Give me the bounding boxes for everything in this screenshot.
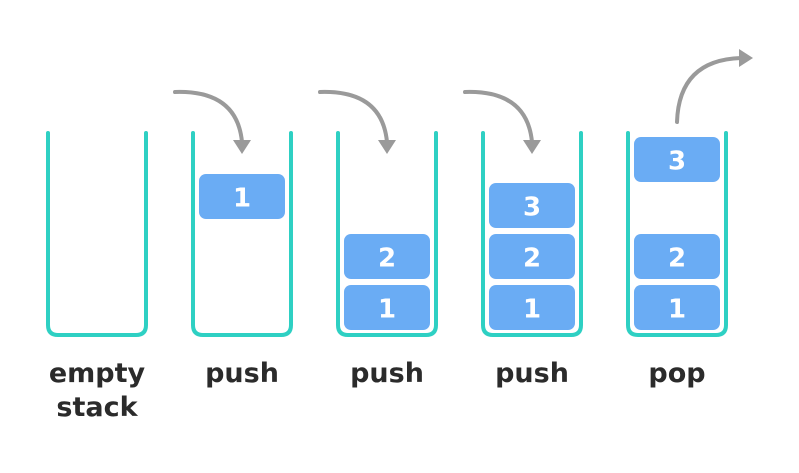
block-rect	[489, 285, 575, 330]
block-rect	[634, 285, 720, 330]
block-rect	[199, 174, 285, 219]
stack-container	[191, 131, 293, 337]
stack-label: empty	[48, 358, 146, 389]
stack-label: stack	[56, 392, 138, 423]
stack-block-3: 3	[634, 137, 720, 182]
block-value: 1	[668, 295, 686, 325]
stack-block-2: 2	[489, 234, 575, 279]
block-value: 3	[668, 147, 686, 177]
block-value: 2	[668, 244, 686, 274]
push-arrow	[463, 89, 534, 144]
push-arrow-head-icon	[233, 140, 251, 154]
stack-container	[46, 131, 148, 337]
push-arrow-head-icon	[378, 140, 396, 154]
push-arrow	[173, 89, 244, 144]
block-value: 2	[378, 244, 396, 274]
block-value: 1	[378, 295, 396, 325]
stack-pop: 1 2 3	[626, 49, 753, 337]
block-value: 2	[523, 244, 541, 274]
block-rect	[344, 285, 430, 330]
pop-arrow-head-icon	[739, 49, 753, 67]
stack-push-1: 1	[173, 89, 293, 337]
stack-block-1: 1	[344, 285, 430, 330]
stack-block-2: 2	[344, 234, 430, 279]
stack-block-2: 2	[634, 234, 720, 279]
stack-container	[626, 131, 728, 337]
stack-push-2: 12	[318, 89, 438, 337]
block-rect	[634, 137, 720, 182]
pop-arrow	[675, 56, 743, 124]
push-arrow-head-icon	[523, 140, 541, 154]
stack-container	[481, 131, 583, 337]
stack-label: push	[205, 358, 279, 389]
stack-block-1: 1	[489, 285, 575, 330]
stack-block-3: 3	[489, 183, 575, 228]
push-arrow	[318, 89, 389, 144]
stack-container	[336, 131, 438, 337]
block-rect	[489, 183, 575, 228]
stack-label: push	[495, 358, 569, 389]
block-rect	[634, 234, 720, 279]
stack-block-1: 1	[199, 174, 285, 219]
stack-block-1: 1	[634, 285, 720, 330]
stack-label: pop	[648, 358, 706, 389]
block-value: 3	[523, 193, 541, 223]
block-rect	[489, 234, 575, 279]
stack-empty-stack	[46, 131, 148, 337]
block-rect	[344, 234, 430, 279]
stack-label: push	[350, 358, 424, 389]
block-value: 1	[233, 184, 251, 214]
stack-push-3: 1 2 3	[463, 89, 583, 337]
block-value: 1	[523, 295, 541, 325]
